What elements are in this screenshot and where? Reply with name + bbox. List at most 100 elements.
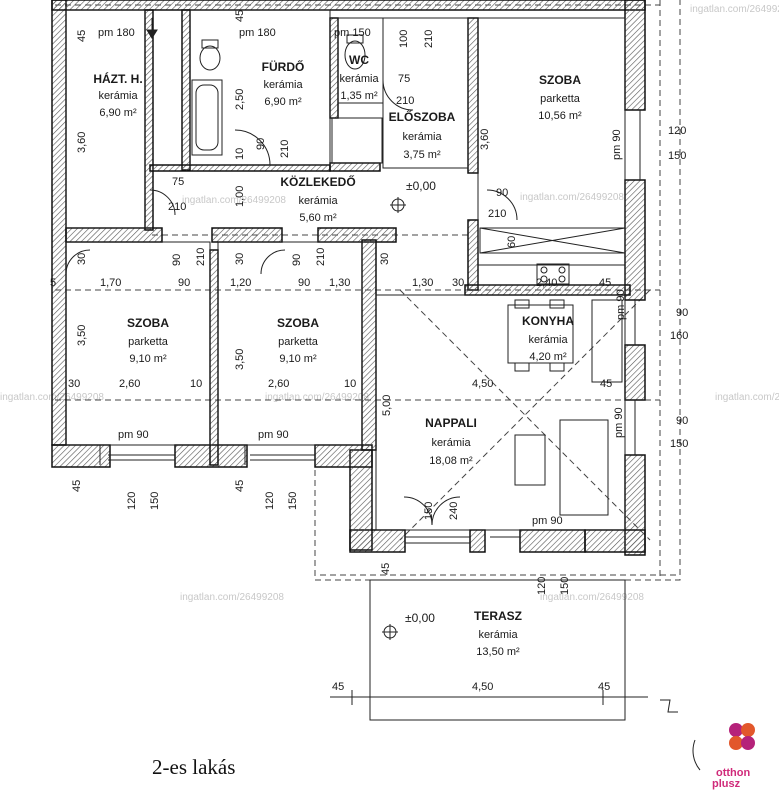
level-main: ±0,00 (406, 179, 436, 193)
dim-label: 5,00 (381, 395, 393, 416)
flower-icon (729, 723, 755, 750)
room-name: NAPPALI (425, 416, 477, 430)
dim-label: 1,30 (412, 277, 433, 289)
dim-label: 30 (234, 253, 246, 265)
room-nappali: NAPPALI kerámia 18,08 m² (425, 416, 477, 467)
dim-label: 90 (255, 138, 267, 150)
dim-label: 150 (670, 438, 688, 450)
dim-label: 45 (234, 480, 246, 492)
room-material: kerámia (339, 73, 379, 85)
room-area: 5,60 m² (299, 212, 337, 224)
dim-label: pm 90 (532, 515, 563, 527)
room-material: kerámia (431, 437, 471, 449)
room-area: 18,08 m² (429, 455, 473, 467)
dim-label: 45 (234, 10, 246, 22)
dim-label: 30 (379, 253, 391, 265)
room-szoba-w: SZOBA parketta 9,10 m² (127, 316, 169, 365)
brand-name-line2: plusz (712, 778, 741, 790)
room-name: KÖZLEKEDŐ (280, 174, 355, 189)
dim-label: pm 180 (98, 27, 135, 39)
dim-label: 210 (315, 248, 327, 266)
room-name: SZOBA (127, 316, 169, 330)
watermark: ingatlan.com/26499208 (265, 392, 369, 403)
dim-label: 90 (178, 277, 190, 289)
room-eloszoba: ELŐSZOBA kerámia 3,75 m² (389, 109, 456, 161)
dim-label: 150 (559, 577, 571, 595)
dim-label: 10 (234, 148, 246, 160)
dim-label: 1,20 (230, 277, 251, 289)
room-terasz: TERASZ kerámia 13,50 m² (474, 609, 522, 658)
dim-label: 30 (76, 253, 88, 265)
room-material: kerámia (263, 79, 303, 91)
room-area: 6,90 m² (264, 96, 302, 108)
room-area: 10,56 m² (538, 110, 582, 122)
dim-label: 120 (126, 492, 138, 510)
dim-label: 30 (68, 378, 80, 390)
room-name: TERASZ (474, 609, 522, 623)
dim-label: 150 (668, 150, 686, 162)
dim-label: 90 (676, 415, 688, 427)
dim-label: 45 (380, 563, 392, 575)
room-name: KONYHA (522, 314, 574, 328)
room-material: kerámia (298, 195, 338, 207)
apartment-caption: 2-es lakás (152, 755, 236, 779)
dim-label: 100 (398, 30, 410, 48)
room-szoba-m: SZOBA parketta 9,10 m² (277, 316, 319, 365)
dim-label: 10 (344, 378, 356, 390)
dim-label: 2,40 (536, 277, 557, 289)
room-konyha: KONYHA kerámia 4,20 m² (522, 314, 574, 363)
room-area: 6,90 m² (99, 107, 137, 119)
dim-label: 3,60 (479, 129, 491, 150)
room-wc: WC kerámia 1,35 m² (339, 53, 379, 102)
room-name: FÜRDŐ (262, 59, 305, 74)
dim-label: 160 (670, 330, 688, 342)
dim-label: 5 (50, 277, 56, 289)
dim-label: 210 (396, 95, 414, 107)
room-furdo: FÜRDŐ kerámia 6,90 m² (262, 59, 305, 108)
dim-label: 30 (452, 277, 464, 289)
vertical-dimension-labels: 45 45 3,60 2,50 10 90 210 100 210 3,60 1… (71, 10, 627, 595)
dim-label: 1,00 (234, 186, 246, 207)
room-area: 9,10 m² (129, 353, 167, 365)
dim-label: 90 (291, 254, 303, 266)
room-material: kerámia (402, 131, 442, 143)
dim-label: 1,70 (100, 277, 121, 289)
dim-label: 45 (76, 30, 88, 42)
dim-label: 1,30 (329, 277, 350, 289)
room-name: HÁZT. H. (93, 71, 142, 86)
dim-label: 4,50 (472, 378, 493, 390)
level-terrace: ±0,00 (405, 611, 435, 625)
dim-label: 150 (287, 492, 299, 510)
dim-label: 90 (298, 277, 310, 289)
dim-label: pm 90 (615, 289, 627, 320)
watermark: ingatlan.com/26499208 (715, 392, 779, 403)
room-area: 3,75 m² (403, 149, 441, 161)
dim-label: 10 (190, 378, 202, 390)
dimension-labels: pm 180 pm 180 pm 150 75 210 75 210 90 21… (50, 27, 688, 693)
dim-label: 45 (600, 378, 612, 390)
dim-label: 210 (488, 208, 506, 220)
watermark: ingatlan.com/26499208 (520, 192, 624, 203)
dim-label: pm 90 (258, 429, 289, 441)
brand-name-line1: otthon (716, 767, 751, 779)
dim-label: 90 (171, 254, 183, 266)
dim-label: 210 (168, 201, 186, 213)
room-labels: HÁZT. H. kerámia 6,90 m² FÜRDŐ kerámia 6… (93, 53, 582, 658)
room-hazt: HÁZT. H. kerámia 6,90 m² (93, 71, 142, 119)
dim-label: pm 90 (118, 429, 149, 441)
room-name: WC (349, 53, 369, 67)
dim-label: 75 (172, 176, 184, 188)
dim-label: 120 (668, 125, 686, 137)
dim-label: 120 (264, 492, 276, 510)
dim-label: 240 (448, 502, 460, 520)
dim-label: 45 (598, 681, 610, 693)
room-area: 9,10 m² (279, 353, 317, 365)
watermark: ingatlan.com/26499208 (182, 195, 286, 206)
dim-label: 45 (599, 277, 611, 289)
room-material: kerámia (98, 90, 138, 102)
room-material: kerámia (478, 629, 518, 641)
dim-label: 4,50 (472, 681, 493, 693)
dim-label: 120 (536, 577, 548, 595)
watermark: ingatlan.com/26499208 (690, 4, 779, 15)
dim-label: pm 90 (611, 129, 623, 160)
